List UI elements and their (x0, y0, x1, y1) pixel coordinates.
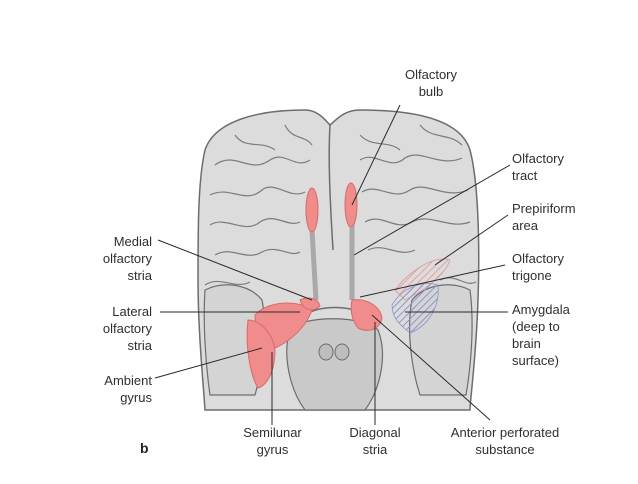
leader-olfactory-bulb (351, 104, 401, 206)
label-ambient-gyrus: Ambient gyrus (104, 373, 152, 405)
amygdala-hatch (391, 283, 439, 334)
leader-anterior-perforated (371, 314, 491, 421)
leader-olfactory-trigone (359, 264, 506, 298)
label-olfactory-bulb: Olfactory bulb (404, 67, 457, 99)
leader-prepiriform (434, 214, 509, 266)
label-semilunar-gyrus: Semilunar gyrus (243, 425, 302, 457)
label-medial-olfactory-stria: Medial olfactory stria (102, 234, 152, 283)
leader-olfactory-tract (353, 164, 511, 256)
olfactory-bulb-left (305, 187, 319, 233)
leader-medial-stria (157, 239, 313, 301)
leader-ambient-gyrus (154, 347, 263, 379)
label-anterior-perforated-substance: Anterior perforated substance (450, 425, 560, 457)
label-lateral-olfactory-stria: Lateral olfactory stria (102, 304, 152, 353)
label-olfactory-trigone: Olfactory trigone (512, 251, 565, 283)
brainstem (286, 318, 384, 411)
mammillary-body-right (334, 343, 350, 361)
label-prepiriform-area: Prepiriform area (512, 201, 576, 233)
label-olfactory-tract: Olfactory tract (512, 151, 565, 183)
gyri-left (204, 124, 313, 286)
olfactory-bulb-right (344, 182, 358, 228)
label-amygdala: Amygdala (deep to brain surface) (512, 302, 570, 368)
ambient-semilunar-region (246, 319, 276, 389)
panel-letter: b (140, 440, 149, 456)
longitudinal-fissure (328, 124, 334, 251)
mammillary-body-left (318, 343, 334, 361)
leader-lines (154, 104, 511, 425)
label-diagonal-stria: Diagonal stria (349, 425, 401, 457)
anterior-perforated-region (350, 299, 383, 331)
